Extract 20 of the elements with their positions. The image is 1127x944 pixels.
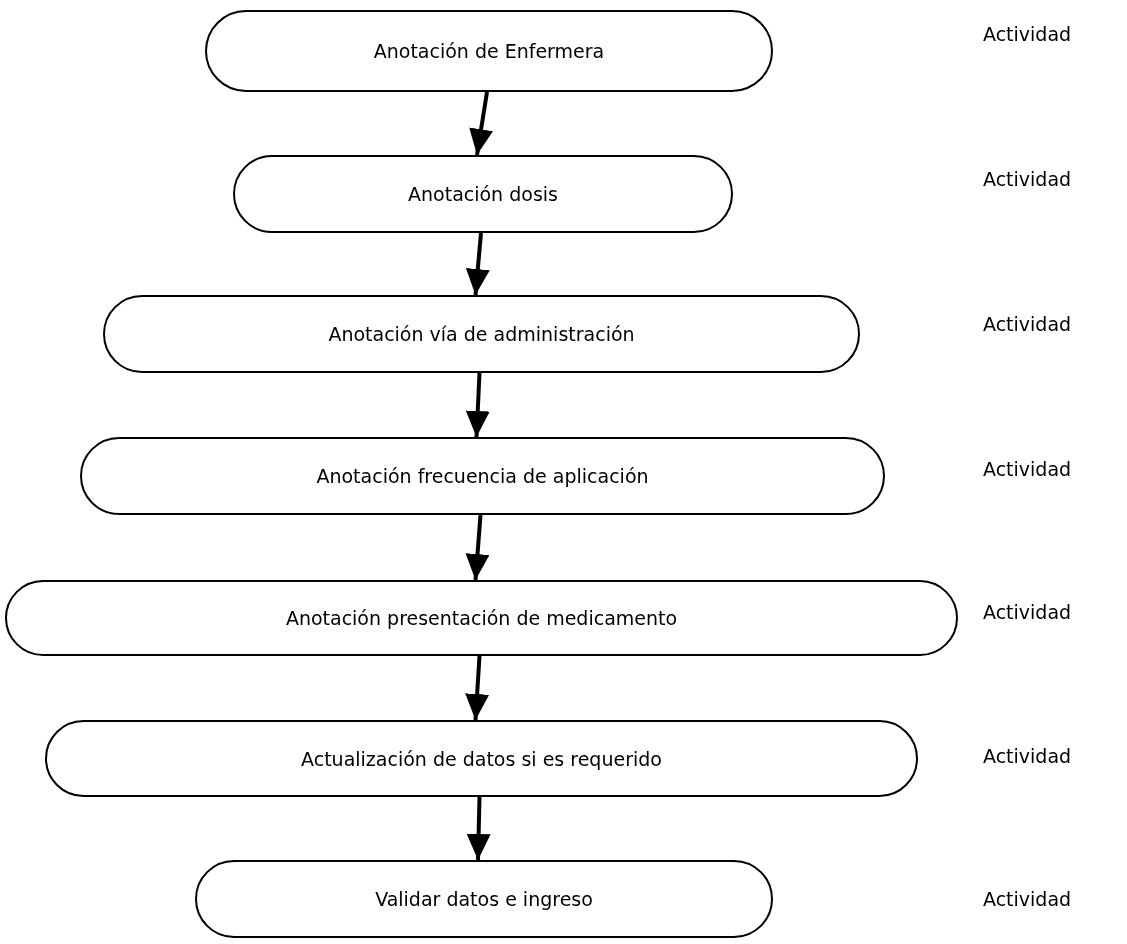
activity-type-label: Actividad: [983, 168, 1072, 190]
activity-type-label: Actividad: [983, 745, 1072, 767]
arrow: [469, 91, 493, 156]
activity-label: Actualización de datos si es requerido: [301, 747, 662, 770]
activity-label: Validar datos e ingreso: [375, 888, 593, 910]
arrow: [465, 655, 490, 721]
activity-type-label: Actividad: [983, 458, 1072, 480]
activity-type-label: Actividad: [983, 888, 1072, 910]
activity-label: Anotación de Enfermera: [373, 40, 605, 62]
arrow: [466, 796, 491, 861]
activity-label: Anotación frecuencia de aplicación: [316, 465, 649, 487]
activity-type-label: Actividad: [983, 601, 1072, 623]
activity-label: Anotación vía de administración: [328, 323, 635, 345]
arrow: [465, 514, 490, 581]
arrow: [465, 232, 490, 296]
activity-label: Anotación dosis: [408, 183, 558, 205]
activity-label: Anotación presentación de medicamento: [285, 607, 678, 629]
activity-type-label: Actividad: [983, 23, 1072, 45]
activity-type-label: Actividad: [983, 313, 1072, 335]
arrow: [465, 372, 490, 438]
